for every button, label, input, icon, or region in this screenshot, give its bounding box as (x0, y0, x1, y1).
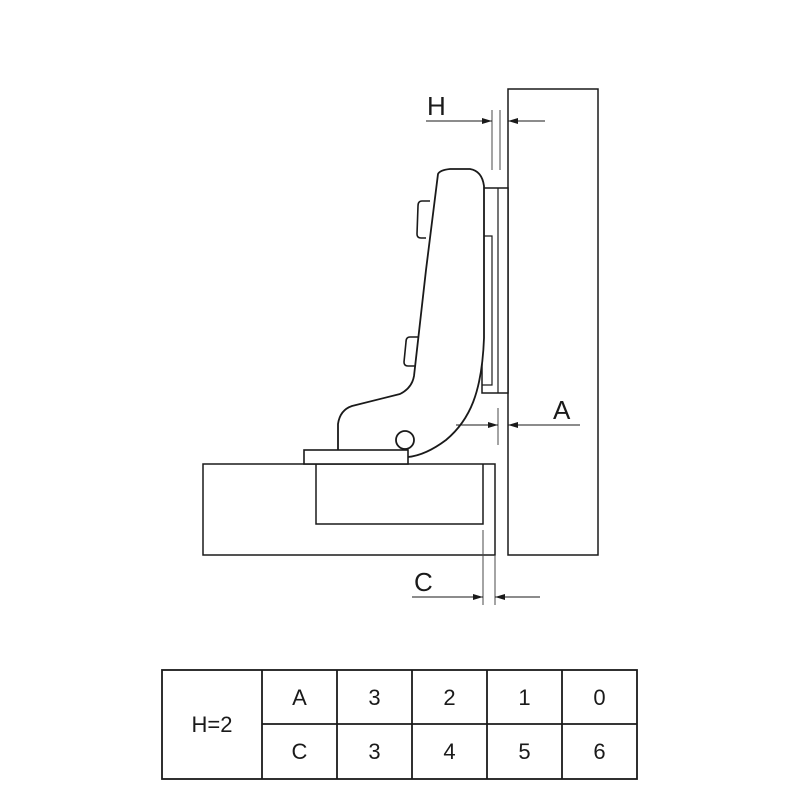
table-cell-c-4: 6 (593, 739, 605, 764)
table-row-header: H=2 (192, 712, 233, 737)
table-cell-a-4: 0 (593, 685, 605, 710)
value-table: H=2 A 3 2 1 0 C 3 4 5 6 (161, 669, 638, 780)
table-row-a-label: A (292, 685, 307, 710)
hinge-cup-recess (315, 464, 484, 525)
pivot-pin (395, 430, 415, 450)
label-h: H (427, 91, 446, 121)
door-panel (202, 463, 496, 556)
table-cell-a-2: 2 (443, 685, 455, 710)
cup-flange (303, 449, 409, 465)
side-panel (507, 88, 599, 556)
mounting-plate (481, 187, 509, 394)
hinge-arm (337, 168, 485, 458)
dimension-a (456, 408, 580, 445)
table-cell-c-1: 3 (368, 739, 380, 764)
table-row-c-label: C (292, 739, 308, 764)
table-cell-a-3: 1 (518, 685, 530, 710)
label-c: C (414, 567, 433, 597)
dimension-h (426, 110, 545, 170)
table-cell-c-3: 5 (518, 739, 530, 764)
table-cell-a-1: 3 (368, 685, 380, 710)
dimension-c (412, 530, 540, 605)
table-cell-c-2: 4 (443, 739, 455, 764)
label-a: A (553, 395, 571, 425)
